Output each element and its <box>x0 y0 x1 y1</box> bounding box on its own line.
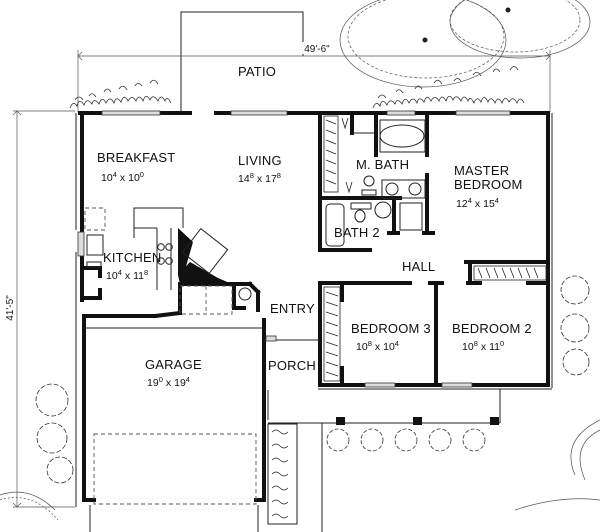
tub-icon <box>379 124 425 148</box>
toilet-icon <box>363 175 375 187</box>
kitchen-fixtures <box>84 207 252 315</box>
room-label-entry: ENTRY <box>270 301 315 316</box>
patio-outline <box>180 11 304 112</box>
toilet-icon <box>354 209 366 223</box>
room-label-m-bath: M. BATH <box>356 157 409 172</box>
room-label-porch: PORCH <box>268 358 316 373</box>
bathtub-icon <box>325 203 345 247</box>
garage-door-outline <box>93 433 257 505</box>
room-label-patio: PATIO <box>238 64 276 79</box>
sink-icon <box>408 182 422 196</box>
room-label-hall: HALL <box>402 259 435 274</box>
bath-fixtures <box>323 115 426 247</box>
closet-icons <box>323 265 547 382</box>
burner-icon <box>157 257 165 265</box>
depth-dimension: 41'-5" <box>5 110 75 508</box>
window-icons <box>77 110 511 388</box>
room-label-master-line2: BEDROOM <box>454 177 523 192</box>
sink-icon <box>385 182 399 196</box>
room-label-bedroom3: BEDROOM 3 <box>351 321 431 336</box>
overall-depth-label: 41'-5" <box>5 295 16 321</box>
room-label-bath2: BATH 2 <box>334 225 380 240</box>
room-label-breakfast: BREAKFAST <box>97 150 175 165</box>
sink-icon <box>374 201 392 219</box>
room-label-living: LIVING <box>238 153 282 168</box>
room-label-master-line1: MASTER <box>454 163 509 178</box>
room-label-kitchen: KITCHEN <box>103 250 161 265</box>
shrub-icons <box>35 66 590 525</box>
burner-icon <box>165 257 173 265</box>
overall-width-label: 49'-6" <box>304 44 330 55</box>
room-label-bedroom2: BEDROOM 2 <box>452 321 532 336</box>
burner-icon <box>165 243 173 251</box>
burner-icon <box>157 243 165 251</box>
tree-icons <box>0 0 600 521</box>
room-label-garage: GARAGE <box>145 357 202 372</box>
width-dimension: 49'-6" <box>77 42 551 112</box>
